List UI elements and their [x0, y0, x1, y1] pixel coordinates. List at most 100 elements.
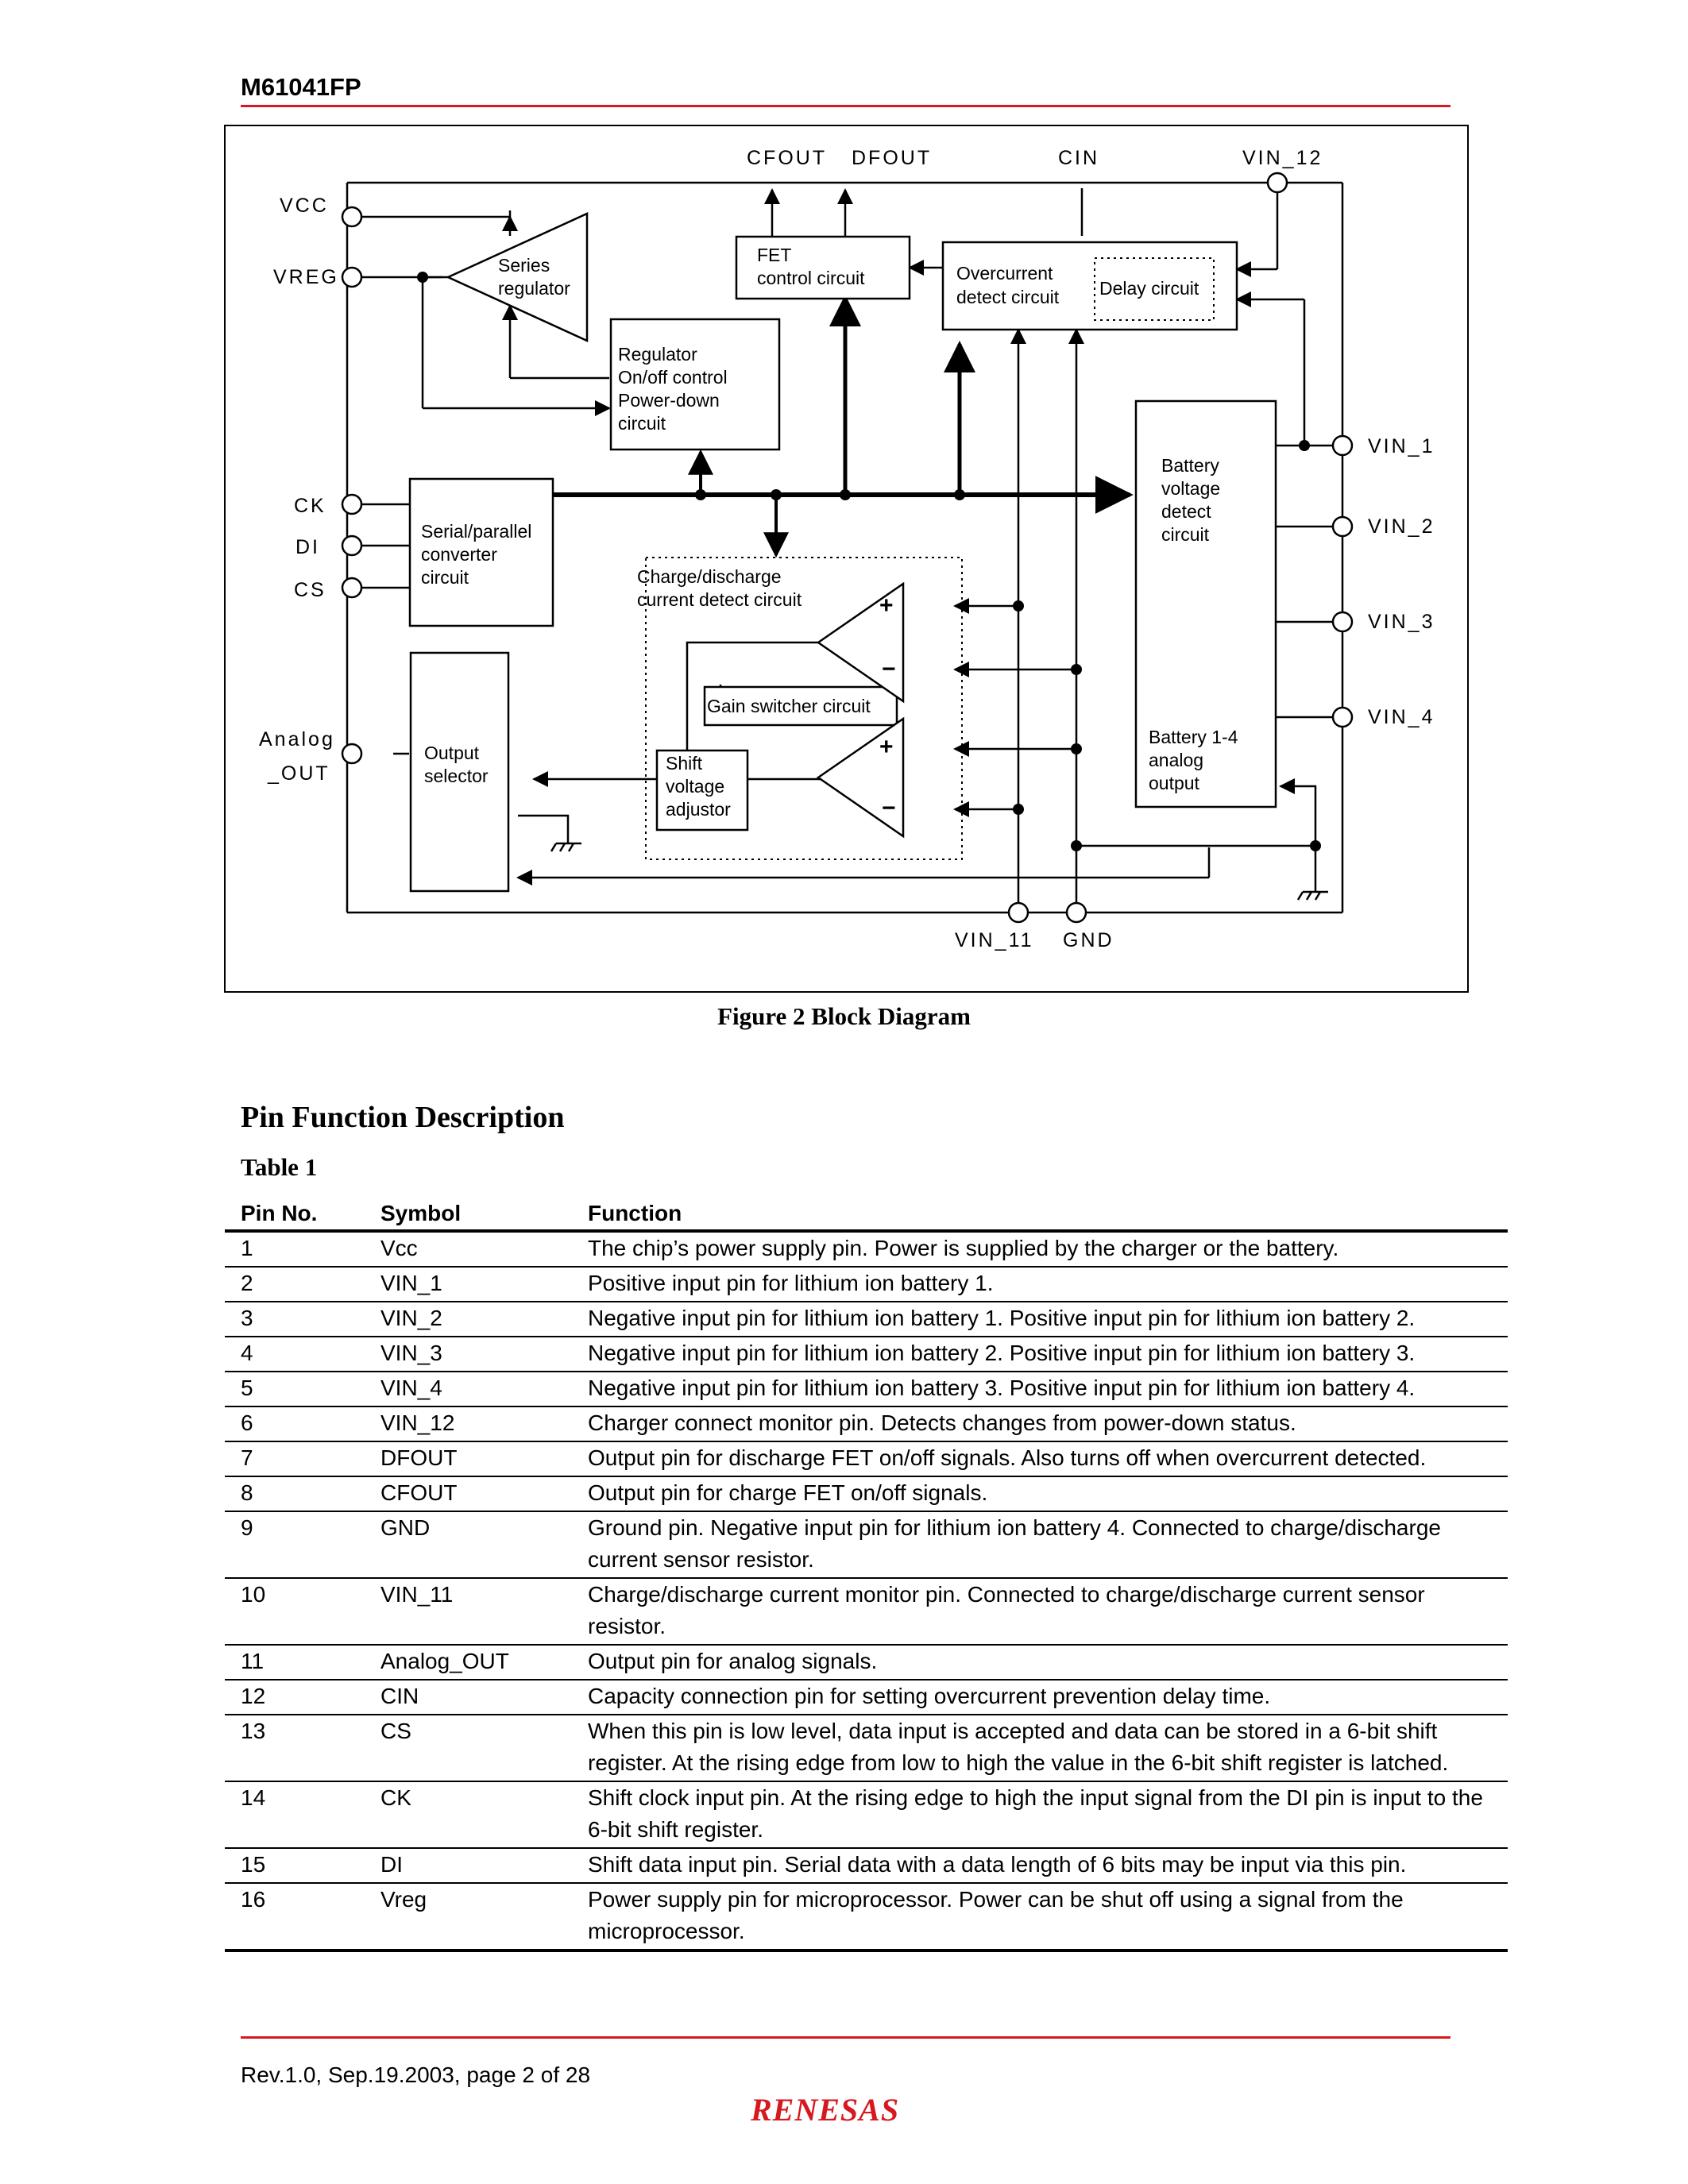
pin-label-analog: Analog [259, 728, 335, 751]
function: Output pin for charge FET on/off signals… [572, 1476, 1508, 1512]
footer-revision: Rev.1.0, Sep.19.2003, page 2 of 28 [241, 2062, 591, 2087]
pin-no: 9 [225, 1511, 365, 1579]
pin-label-vin-12: VIN_12 [1242, 147, 1323, 169]
delay-circuit-label: Delay circuit [1099, 278, 1199, 299]
pin-label-gnd: GND [1063, 929, 1114, 951]
function: Positive input pin for lithium ion batte… [572, 1267, 1508, 1302]
symbol: Vcc [365, 1231, 572, 1268]
pin-label-cfout: CFOUT [747, 147, 827, 169]
comparator-1-minus: − [882, 656, 896, 682]
header-symbol: Symbol [365, 1194, 572, 1233]
charge-discharge-label-2: current detect circuit [637, 589, 802, 610]
shift-voltage-label-1: Shift [666, 753, 703, 774]
pin-no: 13 [225, 1715, 365, 1782]
symbol: Analog_OUT [365, 1645, 572, 1680]
shift-voltage-label-2: voltage [666, 776, 724, 797]
function: Negative input pin for lithium ion batte… [572, 1337, 1508, 1372]
table-label: Table 1 [241, 1153, 318, 1181]
fet-control-label-1: FET [757, 245, 791, 265]
function: The chip’s power supply pin. Power is su… [572, 1231, 1508, 1268]
function: Ground pin. Negative input pin for lithi… [572, 1511, 1508, 1579]
battery-analog-label-1: Battery 1-4 [1149, 727, 1238, 747]
comparator-2-minus: − [882, 795, 896, 821]
output-selector-label-2: selector [424, 766, 489, 786]
pin-label-vin-1: VIN_1 [1368, 435, 1435, 457]
symbol: VIN_2 [365, 1302, 572, 1337]
symbol: DFOUT [365, 1441, 572, 1477]
function: Negative input pin for lithium ion batte… [572, 1372, 1508, 1407]
pin-label-cs: CS [294, 579, 326, 601]
pin-label-dfout: DFOUT [852, 147, 932, 169]
symbol: VIN_12 [365, 1406, 572, 1442]
pin-no: 4 [225, 1337, 365, 1372]
function: Shift data input pin. Serial data with a… [572, 1848, 1508, 1884]
shift-voltage-label-3: adjustor [666, 799, 731, 820]
fet-control-label-2: control circuit [757, 268, 865, 288]
figure-caption: Figure 2 Block Diagram [717, 1002, 971, 1030]
symbol: CFOUT [365, 1476, 572, 1512]
function: Negative input pin for lithium ion batte… [572, 1302, 1508, 1337]
output-selector-label-1: Output [424, 743, 480, 763]
battery-voltage-label-2: voltage [1161, 478, 1220, 499]
function: Shift clock input pin. At the rising edg… [572, 1781, 1508, 1849]
pin-no: 12 [225, 1680, 365, 1715]
pin-label-vreg: VREG [273, 266, 339, 288]
serial-parallel-label-3: circuit [421, 567, 469, 588]
function: Charger connect monitor pin. Detects cha… [572, 1406, 1508, 1442]
pin-label-out: _OUT [267, 762, 330, 785]
document-header-title: M61041FP [241, 73, 361, 101]
pin-label-ck: CK [294, 495, 326, 517]
pin-label-vin-3: VIN_3 [1368, 611, 1435, 633]
pin-label-vin-4: VIN_4 [1368, 706, 1435, 728]
series-regulator-label-2: regulator [498, 278, 570, 299]
pin-no: 6 [225, 1406, 365, 1442]
regulator-control-label-3: Power-down [618, 390, 720, 411]
symbol: GND [365, 1511, 572, 1579]
serial-parallel-label-1: Serial/parallel [421, 521, 531, 542]
symbol: CS [365, 1715, 572, 1782]
pin-no: 5 [225, 1372, 365, 1407]
pin-label-cin: CIN [1058, 147, 1099, 169]
pin-no: 15 [225, 1848, 365, 1884]
renesas-logo: RENESAS [750, 2089, 941, 2132]
function: Output pin for discharge FET on/off sign… [572, 1441, 1508, 1477]
pin-no: 10 [225, 1578, 365, 1646]
regulator-control-label-4: circuit [618, 413, 666, 434]
battery-analog-label-3: output [1149, 773, 1200, 793]
pin-no: 16 [225, 1883, 365, 1952]
pin-label-vcc: VCC [280, 195, 329, 217]
overcurrent-label-2: detect circuit [956, 287, 1060, 307]
symbol: VIN_4 [365, 1372, 572, 1407]
pin-no: 1 [225, 1231, 365, 1268]
renesas-logo-text: RENESAS [751, 2092, 899, 2128]
series-regulator-label-1: Series [498, 255, 550, 276]
symbol: DI [365, 1848, 572, 1884]
function: Capacity connection pin for setting over… [572, 1680, 1508, 1715]
battery-voltage-label-4: circuit [1161, 524, 1210, 545]
comparator-1-plus: + [879, 592, 894, 619]
symbol: VIN_3 [365, 1337, 572, 1372]
table-header-row: Pin No. Symbol Function [225, 1194, 1508, 1233]
battery-analog-label-2: analog [1149, 750, 1203, 770]
serial-parallel-label-2: converter [421, 544, 497, 565]
footer-rule [241, 2036, 1450, 2039]
regulator-control-label-1: Regulator [618, 344, 697, 365]
function: Charge/discharge current monitor pin. Co… [572, 1578, 1508, 1646]
pin-label-vin-11: VIN_11 [955, 929, 1034, 951]
pin-no: 7 [225, 1441, 365, 1477]
